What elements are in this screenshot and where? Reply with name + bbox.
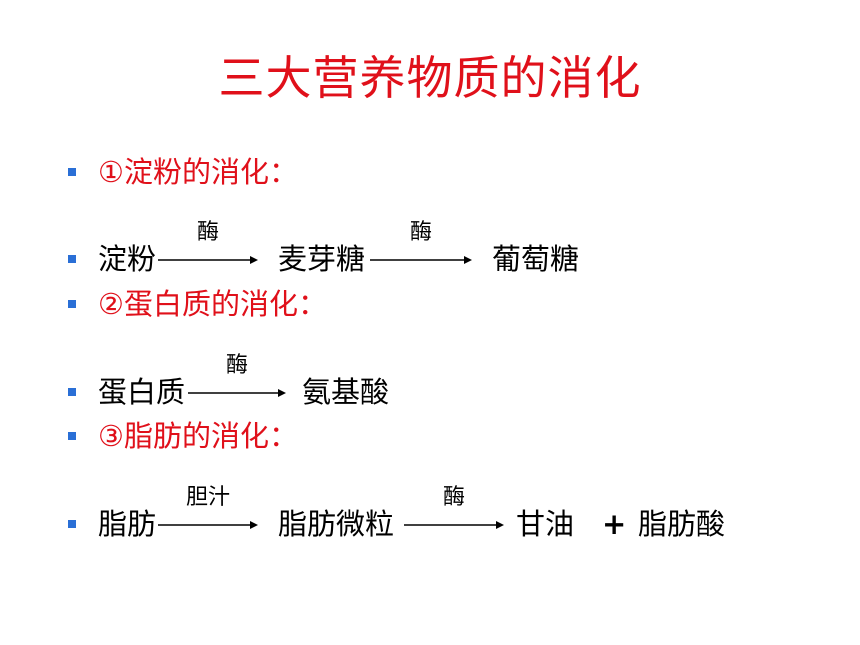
reactant-protein: 蛋白质 bbox=[98, 375, 186, 409]
arrow-enzyme: 酶 bbox=[370, 220, 472, 276]
arrow-label: 酶 bbox=[409, 220, 432, 245]
bullet-marker bbox=[68, 388, 76, 396]
arrow-enzyme: 酶 bbox=[404, 485, 504, 541]
section-heading-protein: ②蛋白质的消化： bbox=[98, 287, 327, 321]
arrow-icon bbox=[404, 521, 504, 529]
arrow-enzyme: 酶 bbox=[158, 220, 258, 276]
arrow-icon bbox=[158, 521, 258, 529]
arrow-label: 酶 bbox=[442, 485, 465, 510]
page-title: 三大营养物质的消化 bbox=[218, 51, 642, 105]
section-heading-starch: ①淀粉的消化： bbox=[98, 155, 298, 189]
intermediate-maltose: 麦芽糖 bbox=[278, 242, 366, 276]
product-glycerol: 甘油 bbox=[516, 507, 575, 541]
arrow-bile: 胆汁 bbox=[158, 485, 258, 541]
arrow-label: 酶 bbox=[225, 353, 248, 378]
intermediate-fat-droplets: 脂肪微粒 bbox=[278, 507, 395, 541]
bullet-marker bbox=[68, 168, 76, 176]
product-amino-acid: 氨基酸 bbox=[302, 375, 390, 409]
reactant-fat: 脂肪 bbox=[98, 507, 157, 541]
product-glucose: 葡萄糖 bbox=[492, 242, 580, 276]
section-heading-fat: ③脂肪的消化： bbox=[98, 419, 298, 453]
arrow-enzyme: 酶 bbox=[188, 353, 286, 409]
product-fatty-acid: 脂肪酸 bbox=[638, 507, 726, 541]
reactant-starch: 淀粉 bbox=[98, 242, 157, 276]
arrow-icon bbox=[158, 256, 258, 264]
arrow-label: 酶 bbox=[196, 220, 219, 245]
arrow-icon bbox=[188, 389, 286, 397]
arrow-label: 胆汁 bbox=[185, 485, 230, 510]
bullet-marker bbox=[68, 255, 76, 263]
bullet-marker bbox=[68, 520, 76, 528]
arrow-icon bbox=[370, 256, 472, 264]
bullet-marker bbox=[68, 300, 76, 308]
bullet-marker bbox=[68, 432, 76, 440]
plus-sign: + bbox=[602, 507, 627, 541]
